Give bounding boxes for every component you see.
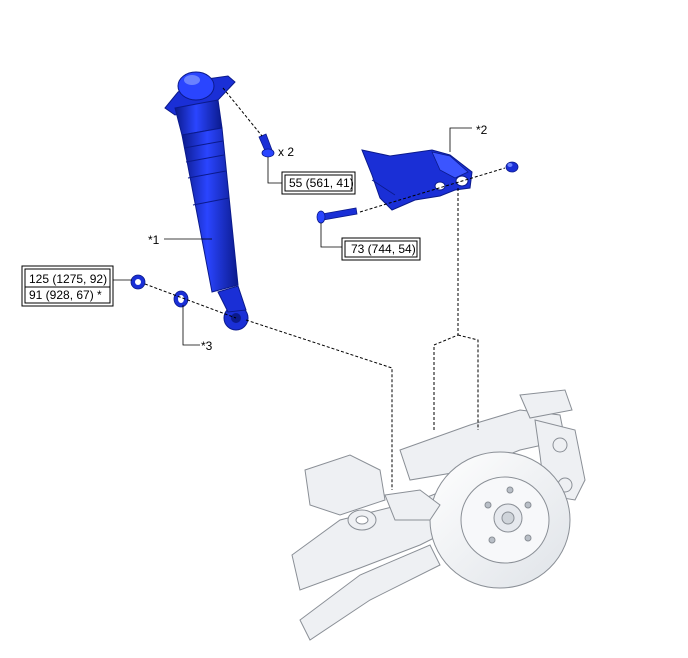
torque-box-lower-nut: 125 (1275, 92) 91 (928, 67) * [21,265,114,307]
bolt-quantity: x 2 [278,145,294,159]
callout-bracket: *2 [476,123,488,137]
callout-shock: *1 [148,233,160,247]
leader-lines [113,127,472,346]
shock-absorber-icon [164,71,249,331]
torque-box-bracket-bolt: 73 (744, 54) [341,237,421,261]
bolt-icon [316,207,358,224]
bolt-icon [258,133,275,158]
assembly-guide-lines [144,87,506,490]
callout-washer: *3 [201,339,213,353]
torque-bracket-bolt: 73 (744, 54) [351,242,416,256]
washer-icon [173,290,189,308]
torque-upper-bolts: 55 (561, 41) [289,176,354,190]
bracket-icon [361,149,473,211]
nut-icon [505,161,519,173]
torque-lower-nut-1: 125 (1275, 92) [29,272,107,286]
torque-box-upper-bolts: 55 (561, 41) [281,171,356,195]
nut-icon [130,274,146,290]
torque-lower-nut-2: 91 (928, 67) * [29,288,102,302]
rear-suspension-assembly-icon [291,389,586,641]
